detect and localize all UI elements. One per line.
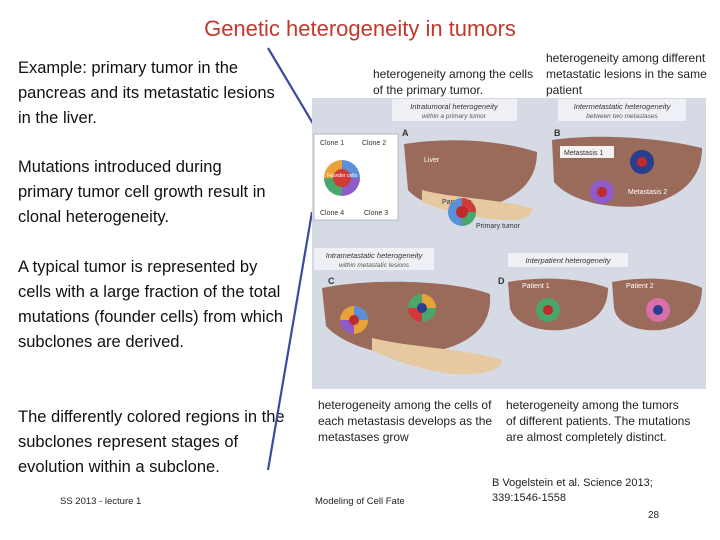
panel-d-heading: Interpatient heterogeneity [525,256,611,265]
paragraph-colored-regions: The differently colored regions in the s… [18,408,285,476]
metastasis-wheel-left-core [349,315,359,325]
metastasis-1-core [637,157,647,167]
panel-a-heading-box [392,99,517,121]
primary-tumor-core [456,206,468,218]
pancreas-c [372,338,502,375]
metastasis-1-label: Metastasis 1 [564,150,603,157]
clone-4-label: Clone 4 [320,210,344,217]
panel-a-heading: Intratumoral heterogeneity [410,102,499,111]
paragraph-typical-tumor: A typical tumor is represented by cells … [18,258,284,351]
caption-primary-tumor: heterogeneity among the cells of the pri… [373,67,534,97]
metastasis-wheel-right [408,294,436,322]
metastasis-1-label-box [560,146,614,158]
clone-3-label: Clone 3 [364,210,388,217]
metastasis-2-core [597,187,607,197]
founder-wheel: Founder cells [324,160,360,196]
clone-1-label: Clone 1 [320,140,344,147]
panel-c-subheading: within metastatic lesions [339,262,410,269]
liver-a [404,140,537,210]
panel-a-letter: A [402,128,409,138]
clone-2-label: Clone 2 [362,140,386,147]
panel-b-letter: B [554,128,561,138]
patient-1-tumor-core [543,305,553,315]
panel-d-heading-box [508,253,628,267]
connector-line-top [267,47,319,133]
panel-c-heading-box [314,248,434,270]
metastasis-2-label: Metastasis 2 [628,189,667,196]
panel-c-heading: Intrametastatic heterogeneity [326,251,424,260]
reference-line-1: B Vogelstein et al. Science 2013; [492,477,653,489]
metastasis-2 [590,180,614,204]
slide-title: Genetic heterogeneity in tumors [204,16,516,41]
panel-b-heading-box [558,99,686,121]
panel-b-heading: Intermetastatic heterogeneity [574,102,672,111]
liver-label: Liver [424,157,440,164]
primary-tumor-wheel [448,198,476,226]
footer-center: Modeling of Cell Fate [315,496,405,507]
pancreas-a [422,190,533,221]
patient-1-label: Patient 1 [522,283,550,290]
panel-d-letter: D [498,276,505,286]
metastasis-wheel-right-core [417,303,427,313]
reference-line-2: 339:1546-1558 [492,492,567,504]
footer-course: SS 2013 - lecture 1 [60,496,142,507]
primary-tumor-label: Primary tumor [476,223,521,230]
panel-c-letter: C [328,276,335,286]
caption-each-metastasis: heterogeneity among the cells of each me… [318,398,493,444]
connector-line-bottom [266,211,314,471]
panel-a-subheading: within a primary tumor [422,113,487,120]
patient-2-label: Patient 2 [626,283,654,290]
paragraph-example: Example: primary tumor in the pancreas a… [18,59,275,127]
metastasis-wheel-left [340,306,368,334]
patient-2-tumor-core [653,305,663,315]
founder-label: Founder cells [327,173,358,179]
liver-c [322,281,491,355]
paragraph-mutations: Mutations introduced during primary tumo… [18,158,266,226]
heterogeneity-figure: Intratumoral heterogeneity within a prim… [312,98,706,389]
page-number: 28 [648,510,660,521]
panel-b-subheading: between two metastases [586,113,658,120]
founder-core [333,169,351,187]
caption-metastatic-lesions: heterogeneity among different metastatic… [546,51,707,97]
caption-patients: heterogeneity among the tumors of differ… [506,398,691,444]
